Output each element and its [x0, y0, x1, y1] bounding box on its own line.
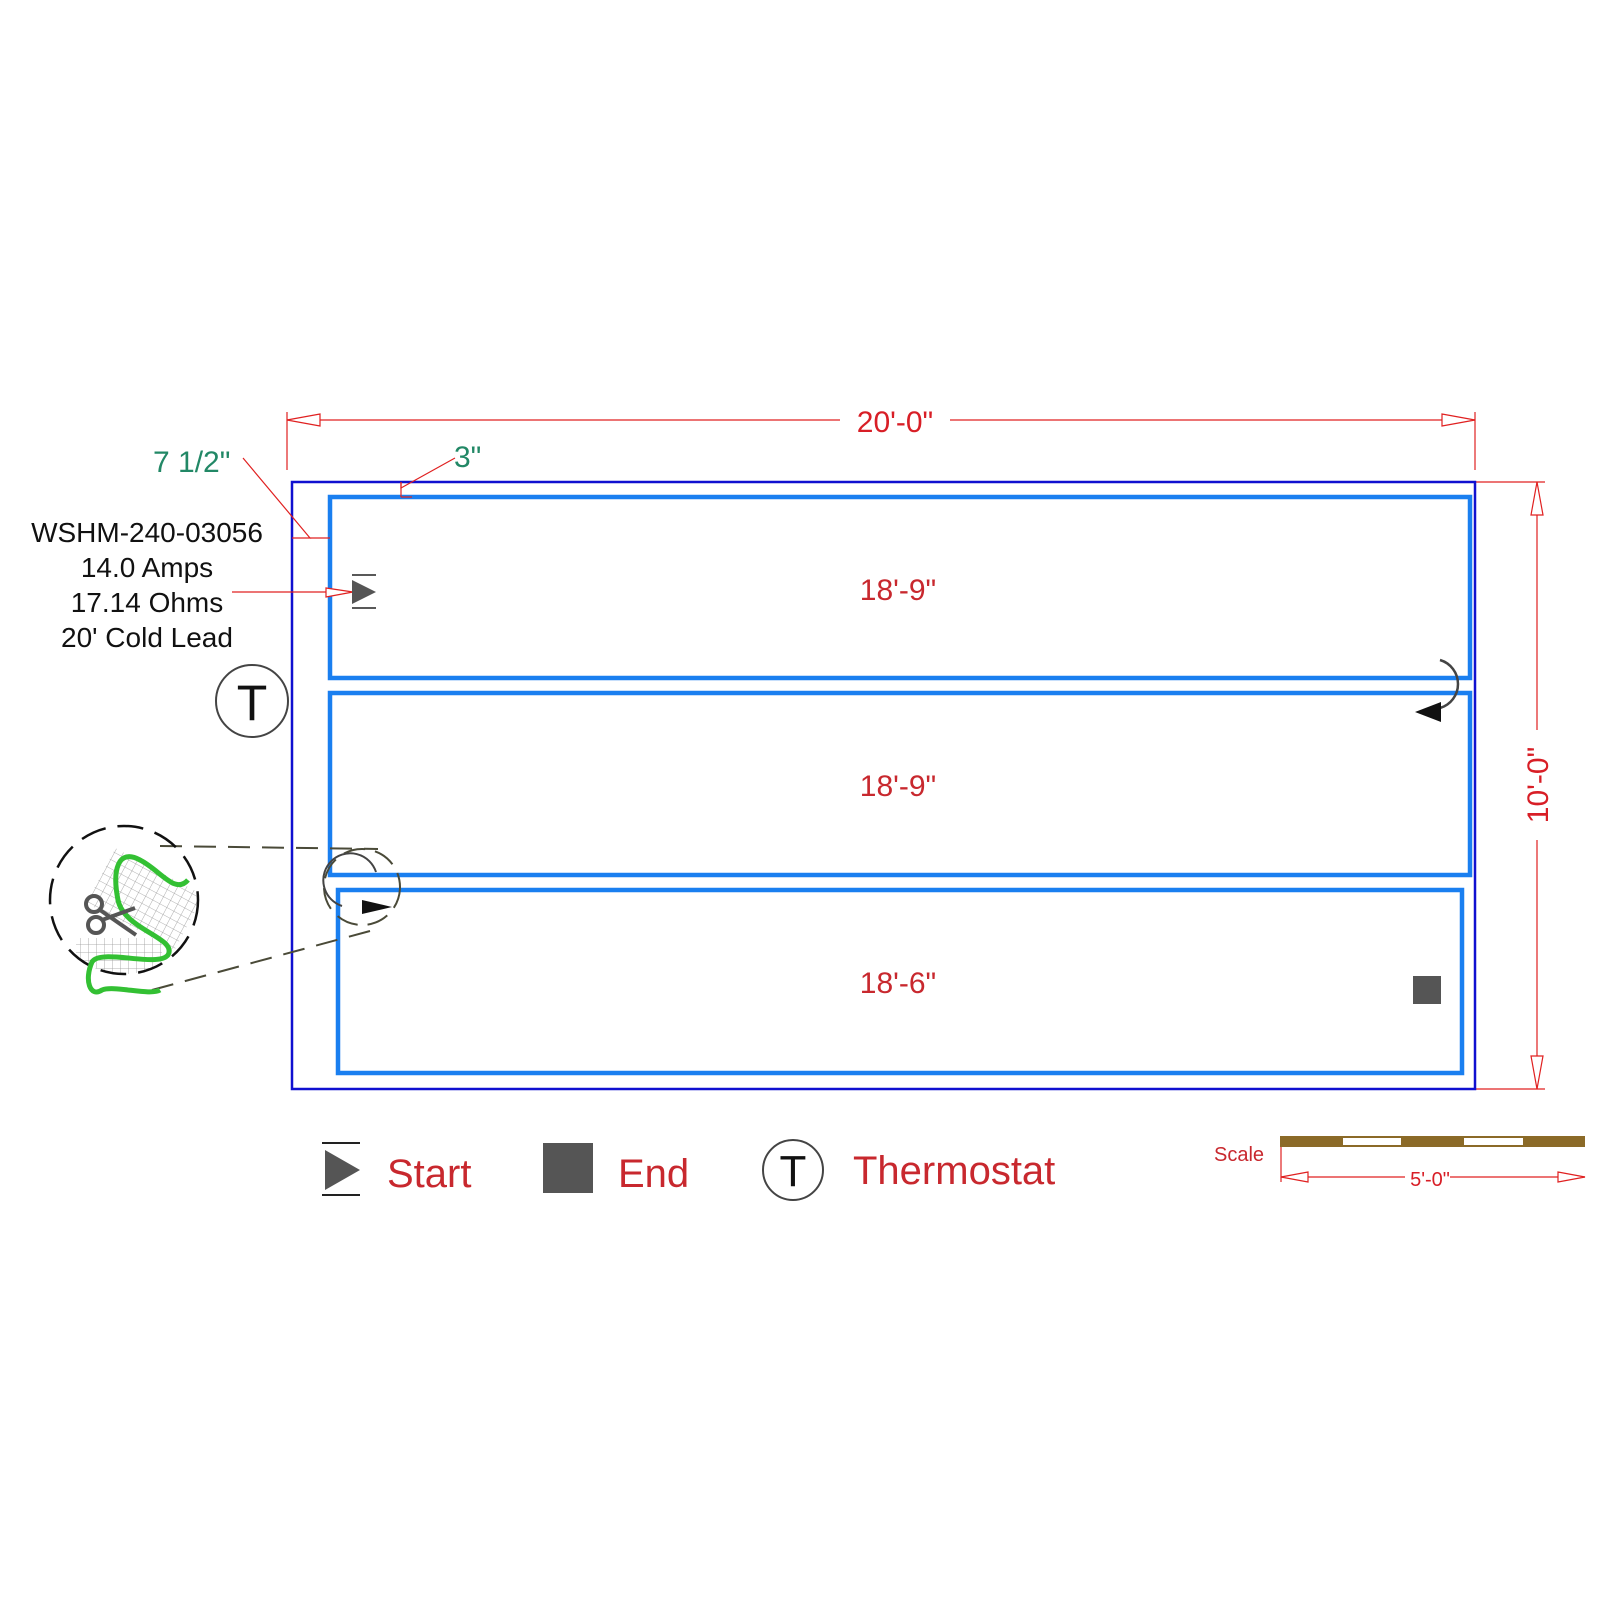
product-ohms: 17.14 Ohms: [71, 587, 224, 618]
legend-thermostat: T Thermostat: [762, 1139, 1055, 1201]
legend-end-label: End: [618, 1152, 689, 1196]
width-dimension: 20'-0": [286, 406, 1476, 470]
thermostat-marker: T: [215, 664, 289, 738]
top-offset-annotation: 3": [400, 441, 481, 498]
end-marker: [1413, 976, 1441, 1004]
scissors-icon: [84, 894, 138, 937]
room-width-label: 20'-0": [857, 406, 933, 439]
thermostat-symbol: T: [237, 675, 268, 731]
room-height-label: 10'-0": [1522, 747, 1555, 823]
cut-and-turn-detail: [48, 824, 200, 995]
scale-label: Scale: [1214, 1144, 1264, 1166]
legend: Start End T Thermostat: [322, 1139, 1055, 1201]
side-offset-annotation: 7 1/2": [153, 446, 330, 539]
heating-mat-2: [327, 690, 1473, 878]
legend-thermostat-symbol: T: [780, 1147, 807, 1196]
product-amps: 14.0 Amps: [81, 552, 213, 583]
mat-2-length: 18'-9": [860, 770, 936, 803]
legend-end: End: [543, 1143, 689, 1196]
legend-start: Start: [322, 1142, 471, 1196]
heating-mat-3: [335, 887, 1465, 1076]
turn-detail-left: [151, 845, 401, 991]
scale-bar: Scale 5'-0": [1214, 1136, 1586, 1191]
room-outline: [290, 480, 1477, 1091]
scale-length: 5'-0": [1410, 1169, 1450, 1191]
side-offset-label: 7 1/2": [153, 446, 230, 479]
mat-3-length: 18'-6": [860, 967, 936, 1000]
heating-mat-1: [327, 494, 1473, 681]
start-marker: [352, 574, 376, 609]
product-info: WSHM-240-03056 14.0 Amps 17.14 Ohms 20' …: [31, 517, 354, 653]
turn-arrow-right: [1415, 658, 1460, 722]
top-offset-label: 3": [454, 441, 481, 474]
legend-thermostat-label: Thermostat: [853, 1149, 1055, 1193]
product-model: WSHM-240-03056: [31, 517, 263, 548]
product-cold-lead: 20' Cold Lead: [61, 622, 233, 653]
mat-1-length: 18'-9": [860, 574, 936, 607]
height-dimension: 10'-0": [1475, 481, 1555, 1090]
legend-start-label: Start: [387, 1152, 471, 1196]
